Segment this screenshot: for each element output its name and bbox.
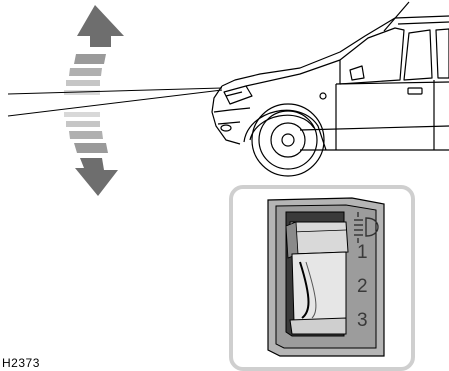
headlamp-levelling-switch[interactable] — [267, 197, 385, 357]
switch-position-label: 2 — [357, 276, 368, 297]
beam-line-lower — [7, 89, 223, 117]
headlamp-levelling-icon — [354, 212, 379, 243]
beam-line-upper — [7, 87, 223, 95]
arrow-down-icon — [64, 112, 118, 196]
figure-code: H2373 — [2, 356, 40, 370]
switch-position-label: 1 — [357, 242, 368, 263]
vehicle-illustration — [211, 1, 449, 177]
arrow-up-icon — [64, 5, 124, 95]
switch-position-label: 3 — [357, 310, 368, 331]
